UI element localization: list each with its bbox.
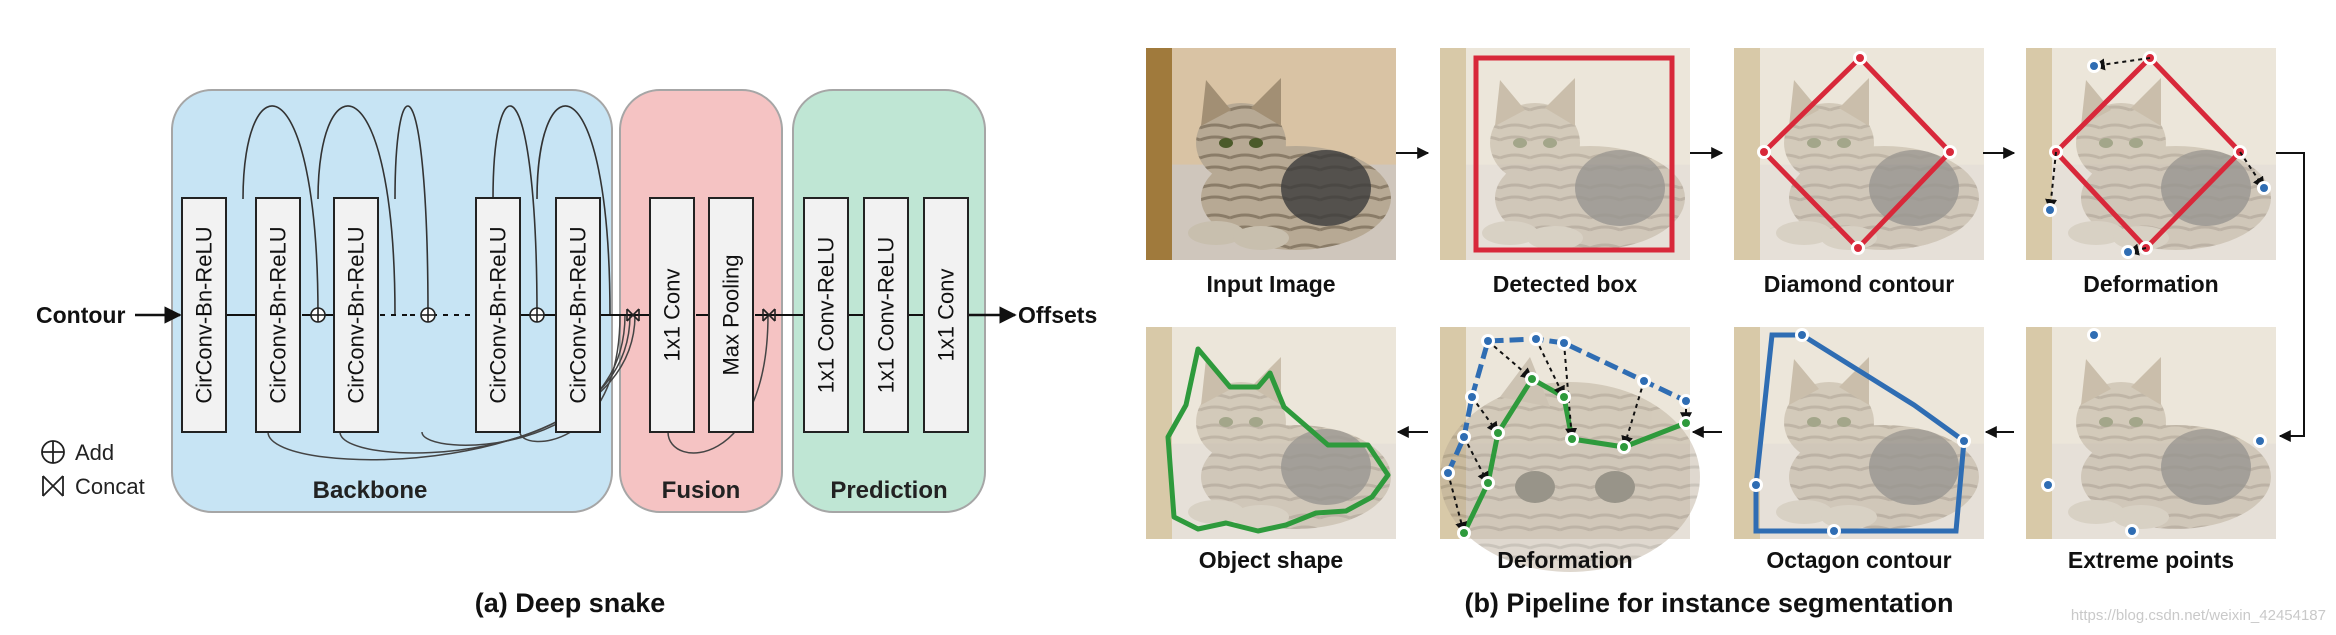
watermark: https://blog.csdn.net/weixin_42454187 [2071, 607, 2326, 624]
extreme-points [2041, 328, 2267, 538]
diamond-contour [1757, 51, 1957, 255]
pipeline-caption: (b) Pipeline for instance segmentation [1464, 588, 1953, 618]
add-node [420, 307, 436, 323]
concat-arcs-bottom [267, 314, 769, 461]
prediction-block: 1x1 Conv-ReLU [803, 197, 849, 433]
block-label: CirConv-Bn-ReLU [486, 226, 511, 403]
fusion-section [619, 89, 783, 513]
block-label: 1x1 Conv-ReLU [874, 237, 899, 394]
step-label: Detected box [1493, 271, 1638, 297]
backbone-block: CirConv-Bn-ReLU [555, 197, 601, 433]
prediction-block: 1x1 Conv-ReLU [863, 197, 909, 433]
detected-box [1473, 55, 1675, 253]
concat-node [626, 308, 640, 322]
deformation-image [1440, 327, 1700, 572]
step-arrow [2276, 152, 2305, 442]
deep-snake-caption: (a) Deep snake [475, 588, 666, 618]
concat-legend-icon [42, 475, 64, 497]
step-label: Input Image [1206, 271, 1335, 297]
step-label: Object shape [1199, 547, 1343, 573]
input-label: Contour [36, 302, 125, 328]
fusion-block: 1x1 Conv [649, 197, 695, 433]
concat-node [762, 308, 776, 322]
block-label: 1x1 Conv [934, 269, 959, 362]
step-label: Deformation [1497, 547, 1632, 573]
block-label: 1x1 Conv [660, 269, 685, 362]
prediction-block: 1x1 Conv [923, 197, 969, 433]
block-label: CirConv-Bn-ReLU [566, 226, 591, 403]
block-label: Max Pooling [719, 254, 744, 375]
backbone-block: CirConv-Bn-ReLU [475, 197, 521, 433]
deep-snake-panel: CirConv-Bn-ReLU CirConv-Bn-ReLU CirConv-Bn… [36, 89, 1097, 618]
step-label: Diamond contour [1764, 271, 1954, 297]
fusion-block: Max Pooling [708, 197, 754, 433]
block-label: 1x1 Conv-ReLU [814, 237, 839, 394]
backbone-section [171, 89, 613, 513]
add-node [310, 307, 326, 323]
block-label: CirConv-Bn-ReLU [266, 226, 291, 403]
output-label: Offsets [1018, 302, 1097, 328]
backbone-block: CirConv-Bn-ReLU [181, 197, 227, 433]
skip-arcs-top [242, 105, 611, 316]
add-node [529, 307, 545, 323]
block-label: CirConv-Bn-ReLU [344, 226, 369, 403]
step-label: Octagon contour [1766, 547, 1951, 573]
layer-blocks: CirConv-Bn-ReLU CirConv-Bn-ReLU CirConv-Bn… [181, 197, 969, 433]
detected-box-image [1440, 48, 1690, 260]
input-image [1146, 48, 1396, 260]
backbone-title: Backbone [313, 477, 428, 504]
backbone-block: CirConv-Bn-ReLU [255, 197, 301, 433]
add-legend-label: Add [75, 440, 114, 465]
object-shape-outline [1165, 346, 1391, 534]
step-label: Deformation [2083, 271, 2218, 297]
prediction-title: Prediction [830, 477, 947, 504]
deformation-diamond [2043, 51, 2271, 259]
extreme-points-image [2026, 327, 2276, 539]
fusion-title: Fusion [662, 477, 741, 504]
concat-legend-label: Concat [75, 474, 145, 499]
block-label: CirConv-Bn-ReLU [192, 226, 217, 403]
backbone-block: CirConv-Bn-ReLU [333, 197, 379, 433]
octagon-contour-image [1734, 327, 1984, 539]
object-shape-image [1146, 327, 1396, 539]
add-legend-icon [41, 440, 65, 464]
step-label: Extreme points [2068, 547, 2234, 573]
legend: Add Concat [41, 440, 145, 499]
deformation-contour [1441, 332, 1693, 540]
octagon-contour [1749, 328, 1971, 538]
